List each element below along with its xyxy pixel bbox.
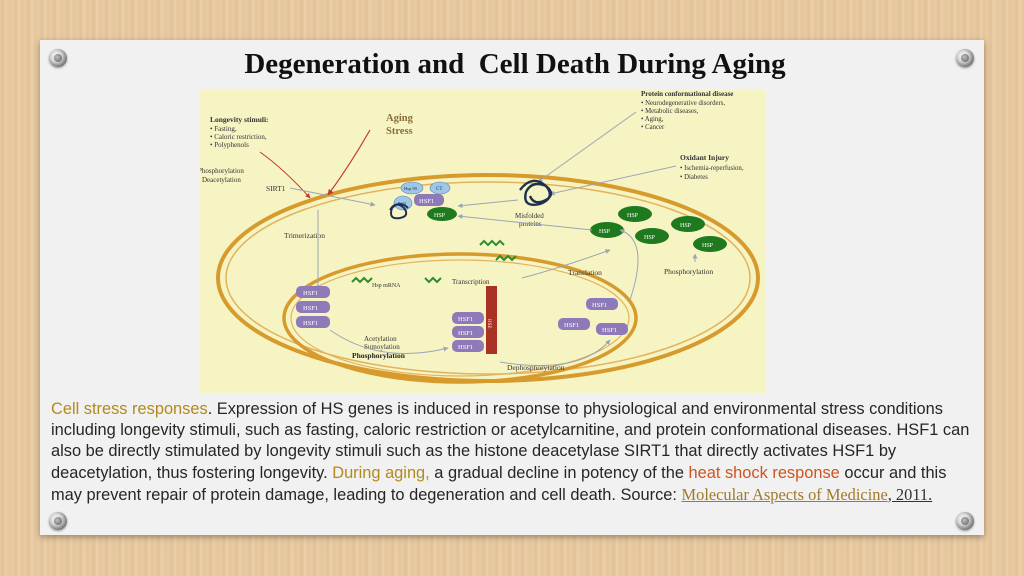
dephosphorylation-label: Dephosphorylation	[507, 363, 565, 372]
caption-text-3: occur and this may prevent repair of pro…	[51, 463, 947, 504]
longevity-title: Longevity stimuli:	[210, 115, 269, 124]
svg-text:CT: CT	[436, 187, 442, 192]
misfolded-protein-icon	[519, 179, 553, 206]
slide-title: Degeneration and Cell Death During Aging	[244, 48, 786, 80]
svg-text:HSP: HSP	[599, 229, 611, 235]
nucleus-membrane	[282, 252, 638, 384]
svg-text:Phosphorylation: Phosphorylation	[352, 351, 406, 360]
caption-text-1: . Expression of HS genes is induced in r…	[51, 400, 970, 482]
translation-label: Translation	[568, 268, 602, 277]
caption-heading: Cell stress responses	[51, 400, 208, 418]
pushpin-top-left-icon	[49, 49, 67, 67]
svg-text:HSF1: HSF1	[303, 305, 318, 312]
svg-text:Misfolded: Misfolded	[515, 212, 544, 220]
svg-text:• Neurodegenerative disorders,: • Neurodegenerative disorders,	[641, 100, 725, 107]
hsp-label: HSP	[627, 213, 639, 219]
figure-caption: Cell stress responses. Expression of HS …	[51, 399, 973, 506]
svg-text:HSF1: HSF1	[458, 344, 473, 351]
stress-label: Stress	[386, 126, 413, 137]
svg-text:HSF1: HSF1	[592, 302, 607, 309]
source-year: , 2011.	[887, 484, 933, 504]
svg-text:• Ischemia-reperfusion,: • Ischemia-reperfusion,	[680, 165, 744, 172]
svg-text:HSP: HSP	[434, 213, 446, 219]
hse-dna-bar	[486, 286, 497, 354]
pushpin-top-right-icon	[956, 49, 974, 67]
transcription-label: Transcription	[452, 278, 490, 286]
protein-disease-title: Protein conformational disease	[641, 90, 733, 98]
svg-text:Phosphorylation: Phosphorylation	[200, 167, 244, 175]
svg-text:• Fasting,: • Fasting,	[210, 125, 237, 133]
hse-label: HSE	[486, 319, 491, 328]
hsf1-pathway-diagram: Aging Stress Longevity stimuli: • Fastin…	[200, 90, 766, 393]
trimerization-label: Trimerization	[284, 231, 325, 240]
svg-text:• Polyphenols: • Polyphenols	[210, 141, 249, 149]
svg-text:Deacetylation: Deacetylation	[202, 176, 241, 184]
svg-text:Hsp 90: Hsp 90	[404, 186, 418, 191]
svg-text:• Aging,: • Aging,	[641, 116, 664, 123]
svg-text:• Cancer: • Cancer	[641, 124, 665, 131]
svg-text:HSP: HSP	[702, 243, 714, 249]
source-link[interactable]: Molecular Aspects of Medicine	[681, 484, 888, 504]
svg-text:HSF1: HSF1	[458, 316, 473, 323]
svg-text:HSP: HSP	[680, 223, 692, 229]
svg-text:HSF1: HSF1	[564, 322, 579, 329]
pushpin-bottom-right-icon	[956, 512, 974, 530]
caption-heat-shock-response: heat shock response	[688, 463, 840, 482]
hsp-mrna-label: Hsp mRNA	[372, 283, 401, 289]
caption-during-aging: During aging,	[332, 463, 430, 482]
svg-text:Sumoylation: Sumoylation	[364, 343, 400, 351]
svg-text:HSF1: HSF1	[303, 290, 318, 297]
svg-text:HSF1: HSF1	[303, 320, 318, 327]
phosphorylation-label: Phosphorylation	[664, 267, 713, 276]
aging-label: Aging	[386, 113, 414, 124]
svg-text:HSP: HSP	[644, 235, 656, 241]
svg-text:• Diabetes: • Diabetes	[680, 174, 708, 181]
sirt1-label: SIRT1	[266, 184, 286, 193]
svg-text:HSF1: HSF1	[419, 198, 434, 205]
svg-text:HSF1: HSF1	[602, 327, 617, 334]
pushpin-bottom-left-icon	[49, 512, 67, 530]
svg-text:HSF1: HSF1	[458, 330, 473, 337]
svg-text:• Metabolic diseases,: • Metabolic diseases,	[641, 108, 699, 115]
caption-text-2: a gradual decline in potency of the	[429, 463, 689, 482]
svg-text:• Caloric restriction,: • Caloric restriction,	[210, 133, 267, 141]
oxidant-title: Oxidant Injury	[680, 153, 729, 162]
svg-text:Acetylation: Acetylation	[364, 335, 397, 343]
